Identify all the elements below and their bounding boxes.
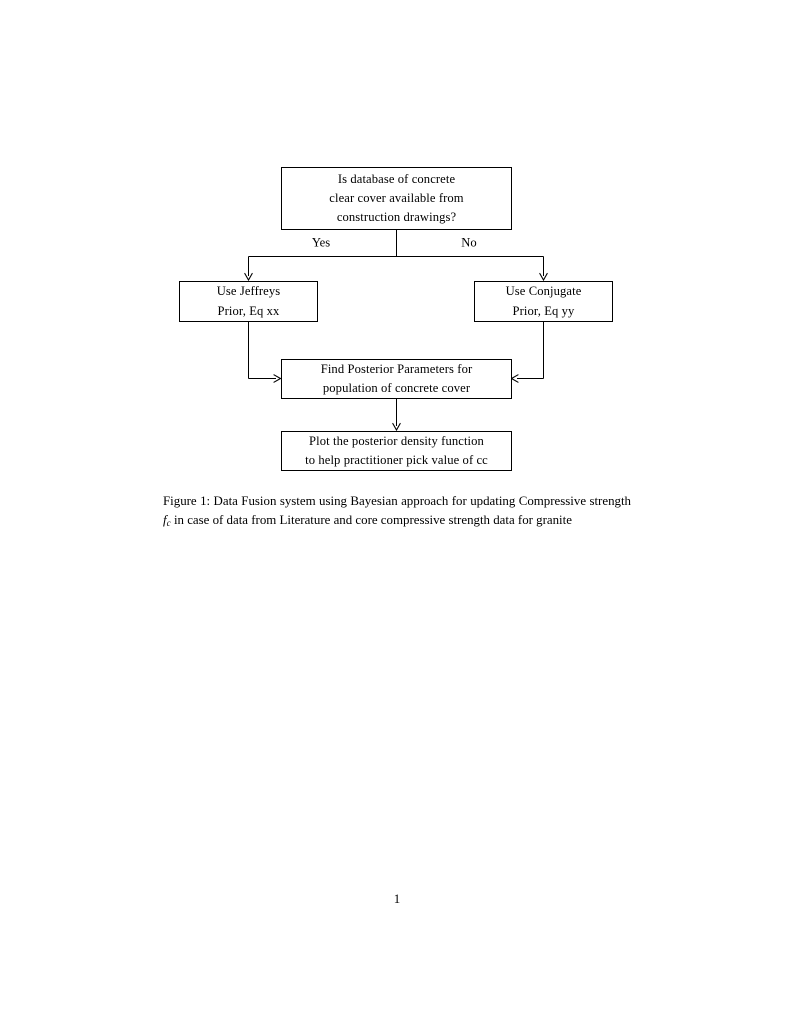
find-posterior-parameters-node-line-1: Find Posterior Parameters for [320,361,473,376]
find-posterior-parameters-node: Find Posterior Parameters for population… [281,359,512,399]
decision-node-line-1: Is database of concrete [337,171,456,186]
figure-flowchart: Is database of concrete clear cover avai… [0,0,794,490]
edge-label-yes: Yes [311,235,331,250]
plot-posterior-density-node: Plot the posterior density function to h… [281,431,512,471]
conjugate-prior-node-line-1: Use Conjugate [505,284,582,299]
figure-caption-symbol: fc [163,512,171,529]
arrowhead-posterior-left [273,374,282,383]
jeffreys-prior-node-line-2: Prior, Eq xx [217,303,280,318]
conjugate-prior-node-line-2: Prior, Eq yy [512,303,575,318]
jeffreys-prior-node-line-1: Use Jeffreys [216,284,281,299]
decision-node-line-3: construction drawings? [336,210,457,225]
page-number: 1 [393,892,401,906]
figure-caption-text-after: in case of data from Literature and core… [170,512,572,527]
figure-caption-symbol-base: f [163,512,167,527]
arrowhead-conjugate [539,272,548,282]
plot-posterior-density-node-line-2: to help practitioner pick value of cc [305,453,488,467]
figure-caption-label: Figure 1: [163,494,211,508]
conjugate-prior-node: Use Conjugate Prior, Eq yy [474,281,613,322]
arrowhead-plot [392,422,401,432]
figure-caption-symbol-subscript: c [166,518,171,529]
decision-node: Is database of concrete clear cover avai… [281,167,512,230]
edge-label-no: No [461,235,477,250]
figure-caption-text-before: Data Fusion system using Bayesian approa… [210,494,631,508]
decision-node-line-2: clear cover available from [329,190,464,205]
find-posterior-parameters-node-line-2: population of concrete cover [322,381,471,395]
flowchart-connectors [244,230,548,432]
figure-caption: Figure 1: Data Fusion system using Bayes… [163,492,631,531]
arrowhead-jeffreys [244,272,253,282]
plot-posterior-density-node-line-1: Plot the posterior density function [309,433,484,448]
jeffreys-prior-node: Use Jeffreys Prior, Eq xx [179,281,318,322]
